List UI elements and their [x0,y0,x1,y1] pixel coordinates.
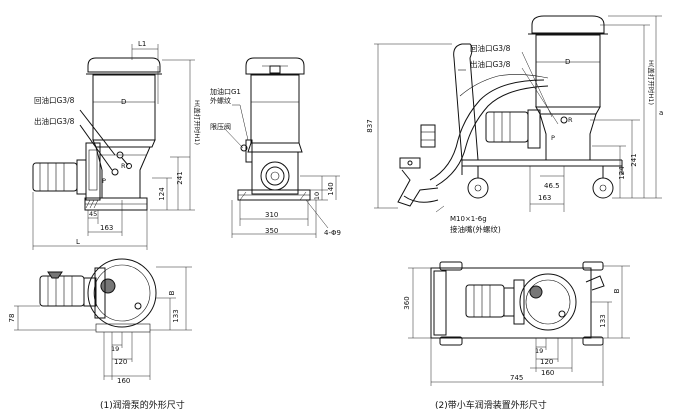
caption-right: (2)带小车润滑装置外形尺寸 [435,399,547,411]
mark-a: a [659,109,663,117]
label-connector-thread: M10×1-6g [450,215,487,223]
mark-b2: B [613,288,621,293]
pump-side-view [223,57,340,238]
cart-plan-view [408,261,630,386]
dim-holes: 4-Φ9 [324,229,341,237]
dim-160-b: 160 [541,369,554,377]
dim-124-a: 124 [158,187,166,201]
label-outlet-port-right: 出油口G3/8 [470,59,511,69]
dim-19-a: 19 [111,345,119,353]
label-fill-port-thread: 外螺纹 [210,96,231,105]
pump-front-view [32,44,195,250]
dim-350: 350 [265,227,278,235]
mark-p1: P [102,177,106,185]
mark-r2: R [568,116,573,124]
dim-19-b: 19 [535,347,543,355]
dim-l1: L1 [138,40,146,48]
dim-241-a: 241 [176,171,184,184]
mark-b1: B [168,290,176,295]
dim-140: 140 [327,182,335,195]
dim-120-a: 120 [114,358,127,366]
mark-r1: R [121,162,126,170]
dim-120-b: 120 [540,358,553,366]
mark-p2: P [551,134,555,142]
label-fill-port: 加油口G1 [210,87,241,96]
label-return-port-right: 回油口G3/8 [470,43,511,53]
mark-d1: D [121,98,126,106]
dim-160-a: 160 [117,377,130,385]
dim-745: 745 [510,374,523,382]
dim-360: 360 [403,296,411,309]
cart-unit-elevation [374,15,662,213]
pump-plan-view [14,258,192,380]
dim-124-b: 124 [618,166,626,180]
dim-163-b: 163 [538,194,551,202]
dim-78: 78 [8,314,16,323]
label-h-lid: H(盖打开时H1) [193,100,202,145]
dim-837: 837 [366,119,374,132]
dim-45: 45 [89,210,97,218]
dim-46-5: 46.5 [544,182,560,190]
dim-l: L [76,238,80,246]
dim-10: 10 [313,192,321,200]
dim-133-a: 133 [172,309,180,322]
caption-left: (1)润滑泵的外形尺寸 [100,399,185,411]
mark-d2: D [565,58,570,66]
dim-310: 310 [265,211,278,219]
label-outlet-port-left: 出油口G3/8 [34,116,75,126]
dim-163-a: 163 [100,224,113,232]
label-h-lid-right: H(盖打开时H1) [647,60,656,105]
dim-133-b: 133 [599,314,607,327]
label-relief-valve: 限压阀 [210,122,231,131]
label-return-port-left: 回油口G3/8 [34,95,75,105]
label-filler-nozzle: 接油嘴(外螺纹) [450,224,501,234]
dim-241-b: 241 [630,153,638,166]
